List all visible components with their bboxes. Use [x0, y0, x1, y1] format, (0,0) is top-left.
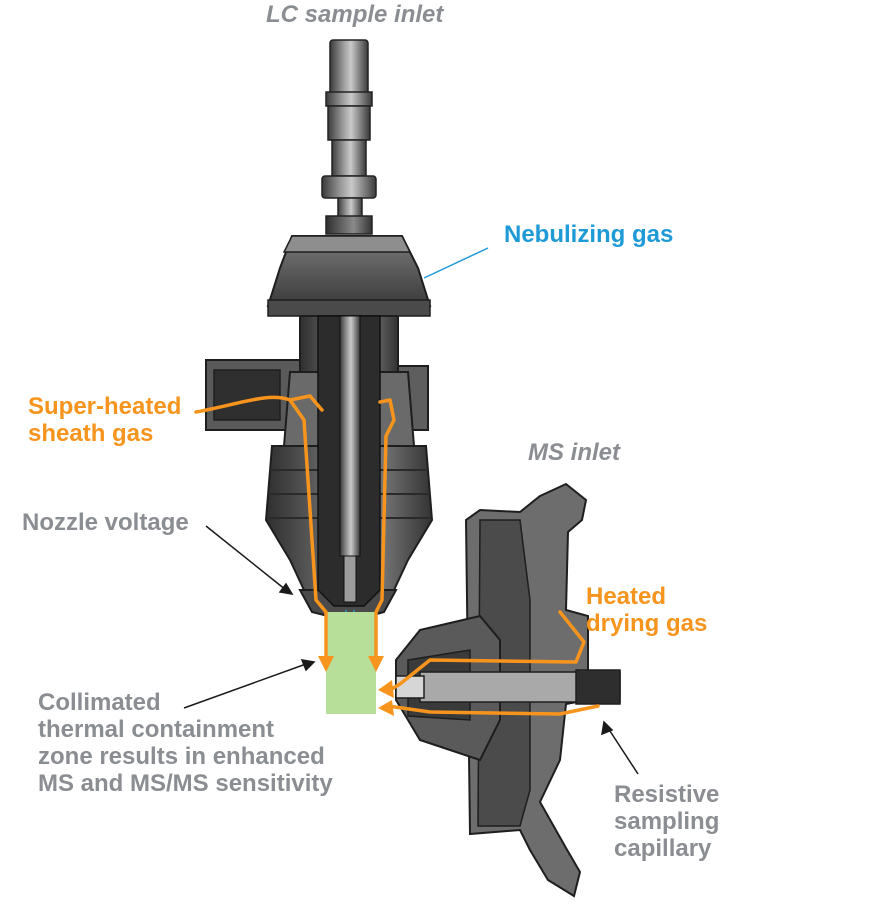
collimated-line1: Collimated — [38, 689, 161, 716]
sheath-gas-label: Super-heated sheath gas — [28, 393, 182, 448]
drying-gas-line2: drying gas — [586, 609, 708, 637]
nebulizing-gas-label: Nebulizing gas — [504, 221, 674, 248]
sprayer-assembly — [205, 39, 434, 642]
drying-gas-label: Heated drying gas — [586, 583, 708, 638]
capillary-line3: capillary — [614, 834, 712, 862]
resistive-capillary-label: Resistive sampling capillary — [614, 781, 720, 863]
collimated-line2: thermal containment — [38, 715, 275, 743]
capillary-line2: sampling — [614, 807, 720, 835]
gas-flow-paths — [194, 394, 600, 716]
sheath-gas-line2: sheath gas — [28, 419, 154, 447]
capillary-line1: Resistive — [614, 781, 720, 808]
collimated-line3: zone results in enhanced — [38, 742, 325, 770]
collimated-zone-label: Collimated thermal containment zone resu… — [38, 689, 333, 798]
ms-inlet-label: MS inlet — [528, 439, 621, 466]
sheath-gas-line1: Super-heated — [28, 393, 182, 420]
ms-inlet-assembly — [395, 482, 621, 898]
gas-flow-arrowheads — [318, 656, 394, 716]
leader-lines — [183, 247, 639, 775]
collimated-line4: MS and MS/MS sensitivity — [38, 769, 333, 797]
nozzle-voltage-label: Nozzle voltage — [22, 509, 189, 536]
containment-zone — [326, 612, 376, 714]
drying-gas-line1: Heated — [586, 583, 667, 610]
lc-sample-inlet-label: LC sample inlet — [266, 1, 444, 28]
